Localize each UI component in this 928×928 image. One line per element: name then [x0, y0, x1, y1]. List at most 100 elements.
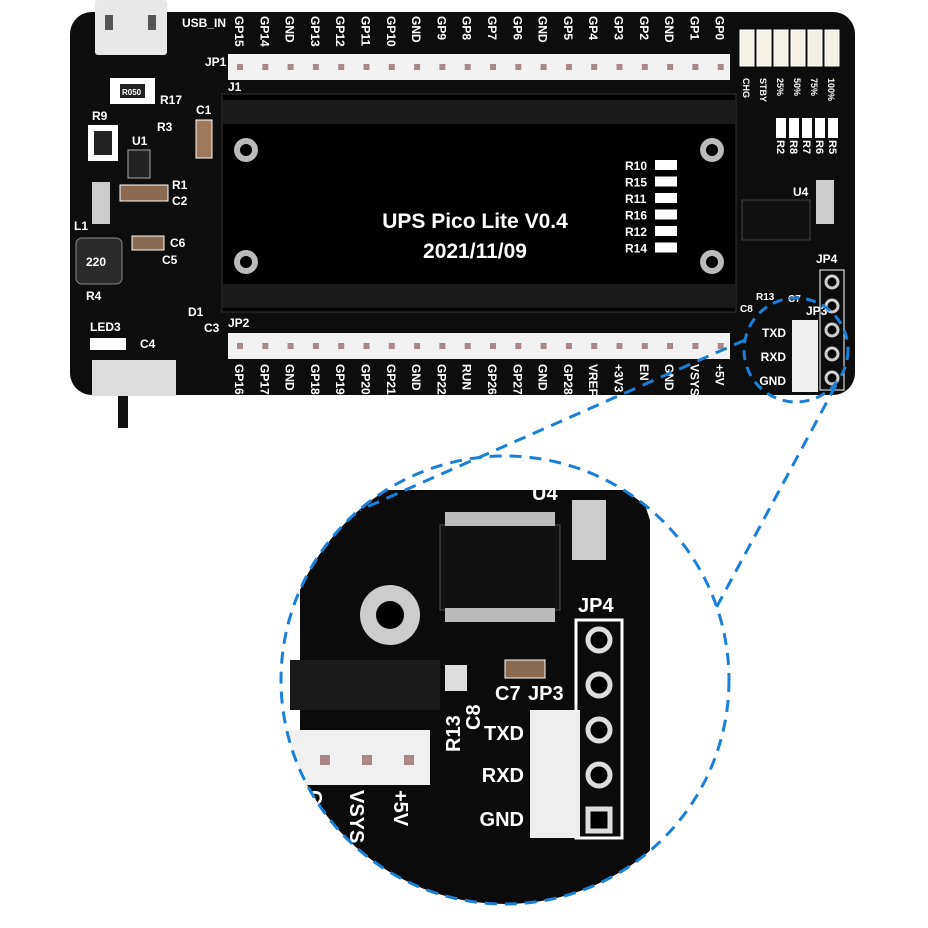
status-led	[739, 29, 755, 67]
resistor-label: R2	[774, 140, 786, 154]
power-switch[interactable]	[92, 360, 176, 396]
callout-dashed-line	[279, 454, 731, 906]
jp2-label: JP2	[228, 316, 250, 330]
header-pin	[717, 64, 724, 70]
svg-text:JP3: JP3	[528, 683, 564, 705]
pin-label: GND	[283, 16, 297, 43]
pin-label: GND	[409, 16, 423, 43]
svg-text:C7: C7	[495, 683, 521, 705]
jp4-pin	[824, 274, 840, 290]
header-pin	[464, 343, 471, 349]
pin-label: GP15	[232, 16, 246, 47]
led-label: 100%	[826, 78, 836, 101]
svg-text:R13: R13	[756, 292, 775, 303]
led-label: STBY	[758, 78, 768, 102]
jp4-pin-zoomed	[585, 806, 613, 834]
pin-label: GP14	[257, 16, 271, 47]
pin-label: GP7	[485, 16, 499, 40]
header-pin	[338, 64, 345, 70]
resistor	[655, 193, 677, 203]
uart-label: GND	[759, 374, 786, 388]
status-led	[756, 29, 772, 67]
pin-label: GP20	[359, 364, 373, 395]
board-date: 2021/11/09	[423, 240, 527, 263]
header-pin	[591, 64, 598, 70]
header-pin	[414, 343, 421, 349]
svg-text:R3: R3	[157, 120, 173, 134]
pin-label: GP5	[561, 16, 575, 40]
u4-label: U4	[793, 185, 809, 199]
pin-label: GP4	[586, 16, 600, 40]
uart-label: TXD	[762, 326, 786, 340]
header-pin	[591, 343, 598, 349]
pin-label: GP21	[384, 364, 398, 395]
header-pin	[338, 343, 345, 349]
jp3-label: JP3	[806, 304, 828, 318]
pin-label: RUN	[460, 364, 474, 390]
pin-label: GP9	[434, 16, 448, 40]
j1-label: J1	[228, 80, 242, 94]
usb-connector	[95, 0, 167, 55]
header-pin	[287, 64, 294, 70]
pin-label: GP26	[485, 364, 499, 395]
usb-label: USB_IN	[182, 16, 226, 30]
svg-text:R9: R9	[92, 109, 108, 123]
resistor	[815, 118, 825, 138]
callout-uart-label: RXD	[482, 765, 524, 787]
pin-label: GP18	[308, 364, 322, 395]
header-pin	[641, 64, 648, 70]
svg-text:R13: R13	[443, 715, 465, 752]
pin-label: GP3	[612, 16, 626, 40]
pin-label: EN	[637, 364, 651, 381]
status-led	[824, 29, 840, 67]
resistor	[655, 226, 677, 236]
svg-text:JP4: JP4	[578, 595, 614, 617]
pin-label: GP10	[384, 16, 398, 47]
svg-text:C1: C1	[196, 103, 212, 117]
callout-dashed-line	[713, 384, 838, 611]
header-pin	[540, 343, 547, 349]
jp4-pin	[824, 322, 840, 338]
pin-label: GP17	[257, 364, 271, 395]
header-pin	[641, 343, 648, 349]
jp1-label: JP1	[205, 55, 227, 69]
pico-footprint	[221, 93, 737, 313]
svg-text:C4: C4	[140, 337, 156, 351]
svg-text:U1: U1	[132, 134, 148, 148]
resistor	[789, 118, 799, 138]
svg-text:R4: R4	[86, 289, 102, 303]
left-components: R050 R17 R9 R3 U1 C1 R1 C2 L1 220 C6 C5 …	[74, 78, 220, 428]
svg-text:C8: C8	[463, 704, 485, 730]
resistor	[655, 209, 677, 220]
resistor-label: R6	[813, 140, 825, 154]
header-pin	[363, 343, 370, 349]
pin-label: GP11	[359, 16, 373, 46]
resistor-label: R16	[625, 209, 647, 223]
svg-text:R1: R1	[172, 178, 188, 192]
resistor-label: R7	[800, 140, 812, 154]
uart-label: RXD	[761, 350, 787, 364]
resistor	[655, 176, 677, 187]
header-pin	[262, 64, 269, 70]
header-pin	[312, 343, 319, 349]
pin-label: GP1	[687, 16, 701, 40]
led-label: 25%	[775, 78, 785, 96]
header-pin	[388, 64, 395, 70]
pin-label: GND	[662, 16, 676, 43]
header-pin	[667, 64, 674, 70]
callout-uart-label: GND	[480, 809, 524, 831]
jp4-pin-zoomed	[585, 671, 613, 699]
header-pin	[490, 343, 496, 349]
top-pin-header	[228, 54, 730, 80]
header-pin	[262, 343, 269, 349]
svg-text:C6: C6	[170, 236, 186, 250]
resistor	[802, 118, 812, 138]
pin-label: GP13	[308, 16, 322, 47]
resistor-label: R15	[625, 176, 647, 190]
svg-text:C3: C3	[204, 321, 220, 335]
header-pin	[237, 343, 243, 349]
resistor-label: R5	[826, 140, 838, 154]
jp4-pin	[824, 346, 840, 362]
status-led	[773, 29, 789, 67]
